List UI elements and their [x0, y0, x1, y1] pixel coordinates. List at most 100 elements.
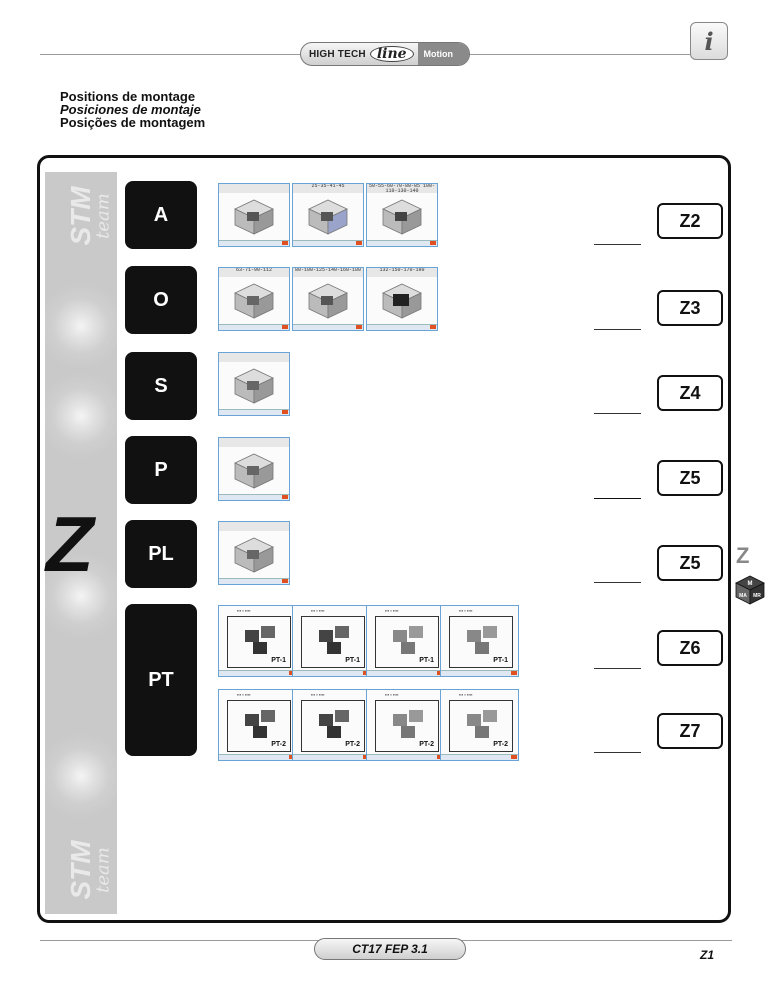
decor-ring-mid	[45, 372, 117, 460]
thumb-footer	[441, 670, 518, 676]
category-s[interactable]: S	[125, 352, 197, 420]
mounting-cube-icon	[234, 453, 274, 489]
mounting-cube-icon	[308, 283, 348, 319]
ref-label: Z7	[679, 720, 701, 741]
page-titles: Positions de montage Posiciones de monta…	[60, 90, 205, 129]
pt-thumb[interactable]: ▪▪▪ ▪ ▪▪▪▪ PT-2	[440, 689, 519, 761]
thumb-footer	[367, 324, 437, 330]
info-glyph: i	[704, 26, 714, 56]
pt-thumb-top: ▪▪▪ ▪ ▪▪▪▪	[311, 608, 325, 613]
thumb-footer	[293, 324, 363, 330]
logo-line-script: line	[369, 46, 414, 62]
ref-z7[interactable]: Z7	[657, 713, 723, 749]
ref-label: Z4	[679, 382, 701, 403]
category-label: P	[154, 458, 168, 481]
stm-brand-top: STM team	[45, 176, 117, 256]
team-text-top: team	[92, 193, 114, 239]
info-icon[interactable]: i	[690, 22, 728, 60]
thumb-footer	[293, 670, 370, 676]
ref-z3[interactable]: Z3	[657, 290, 723, 326]
ref-z5[interactable]: Z5	[657, 460, 723, 496]
category-o[interactable]: O	[125, 266, 197, 334]
thumb-footer	[219, 754, 296, 760]
pt-thumb-top: ▪▪▪ ▪ ▪▪▪▪	[237, 692, 251, 697]
category-pt[interactable]: PT	[125, 604, 197, 756]
mounting-cube-icon	[467, 710, 497, 738]
pt-thumb[interactable]: ▪▪▪ ▪ ▪▪▪▪PT-2	[366, 689, 445, 761]
thumb-caption: 25-35-41-45	[293, 184, 363, 193]
stm-brand-bottom: STM team	[45, 830, 117, 910]
pt-label: PT-1	[271, 657, 286, 664]
category-pl[interactable]: PL	[125, 520, 197, 588]
pt-thumb[interactable]: ▪▪▪ ▪ ▪▪▪▪PT-1	[292, 605, 371, 677]
entry-line	[594, 668, 641, 669]
motor-category-icon[interactable]: M MA MR	[735, 575, 765, 605]
ref-label: Z5	[679, 467, 701, 488]
category-a[interactable]: A	[125, 181, 197, 249]
pt-label: PT-2	[419, 741, 434, 748]
entry-line	[594, 582, 641, 583]
badge-top-text: M	[748, 581, 753, 587]
mounting-thumb[interactable]	[218, 352, 290, 416]
mounting-thumb[interactable]: 63-71-90-112	[218, 267, 290, 331]
thumb-footer	[219, 240, 289, 246]
mounting-cube-icon	[234, 199, 274, 235]
category-label: S	[154, 374, 168, 397]
mounting-cube-icon	[382, 199, 422, 235]
thumb-caption	[219, 522, 289, 531]
header-rule-right	[468, 54, 690, 55]
ref-z2[interactable]: Z2	[657, 203, 723, 239]
pt-thumb-frame	[449, 700, 513, 752]
thumb-footer	[293, 754, 370, 760]
pt-thumb-frame	[375, 700, 439, 752]
mounting-thumb[interactable]	[218, 521, 290, 585]
entry-line	[594, 413, 641, 414]
thumb-caption	[219, 353, 289, 362]
pt-thumb-frame	[301, 616, 365, 668]
mounting-thumb[interactable]	[218, 183, 290, 247]
pt-thumb[interactable]: ▪▪▪ ▪ ▪▪▪▪PT-1	[440, 605, 519, 677]
pt-label: PT-2	[493, 741, 508, 748]
pt-thumb-frame	[449, 616, 513, 668]
entry-line	[594, 244, 641, 245]
pt-thumb[interactable]: ▪▪▪ ▪ ▪▪▪▪PT-1	[218, 605, 297, 677]
badge-right-text: MR	[753, 593, 761, 599]
logo-high-tech: HIGH TECH	[309, 48, 366, 60]
team-text-bottom: team	[92, 847, 114, 893]
thumb-footer	[441, 754, 518, 760]
pt-thumb[interactable]: ▪▪▪ ▪ ▪▪▪▪PT-1	[366, 605, 445, 677]
pt-thumb-frame	[301, 700, 365, 752]
pt-thumb[interactable]: ▪▪▪ ▪ ▪▪▪▪PT-2	[218, 689, 297, 761]
section-letter: Z	[46, 500, 94, 588]
mounting-thumb[interactable]: 50-55-60-70-80-85 100-110-130-140	[366, 183, 438, 247]
pt-label: PT-2	[345, 741, 360, 748]
pt-thumb-top: ▪▪▪ ▪ ▪▪▪▪	[385, 608, 399, 613]
header-rule-left	[40, 54, 300, 55]
page-number: Z1	[700, 948, 715, 962]
entry-line	[594, 329, 641, 330]
category-p[interactable]: P	[125, 436, 197, 504]
mounting-cube-icon	[245, 710, 275, 738]
ref-label: Z2	[679, 210, 701, 231]
category-label: O	[153, 288, 169, 311]
mounting-cube-icon	[308, 199, 348, 235]
mounting-cube-icon	[393, 626, 423, 654]
pt-thumb[interactable]: ▪▪▪ ▪ ▪▪▪▪PT-2	[292, 689, 371, 761]
ref-z5-pl[interactable]: Z5	[657, 545, 723, 581]
ref-z6[interactable]: Z6	[657, 630, 723, 666]
mounting-cube-icon	[393, 710, 423, 738]
mounting-thumb[interactable]: 80-100-125-140-160-180	[292, 267, 364, 331]
thumb-footer	[367, 240, 437, 246]
mounting-thumb[interactable]: 25-35-41-45	[292, 183, 364, 247]
ref-label: Z5	[679, 552, 701, 573]
category-label: PL	[148, 542, 174, 565]
ref-label: Z3	[679, 297, 701, 318]
mounting-thumb[interactable]	[218, 437, 290, 501]
mounting-cube-icon	[245, 626, 275, 654]
pt-thumb-top: ▪▪▪ ▪ ▪▪▪▪	[459, 692, 473, 697]
mounting-cube-icon	[319, 626, 349, 654]
mounting-thumb[interactable]: 132-150-170-190	[366, 267, 438, 331]
mounting-cube-icon	[234, 368, 274, 404]
decor-ring-top	[45, 282, 117, 370]
ref-z4[interactable]: Z4	[657, 375, 723, 411]
